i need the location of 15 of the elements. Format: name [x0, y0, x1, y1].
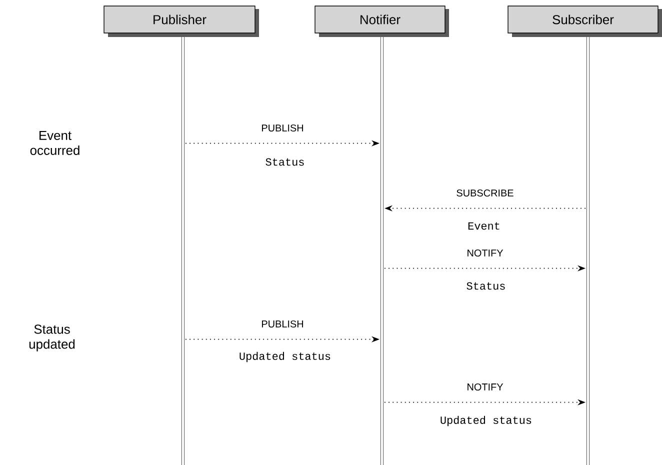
parameter-label: Event: [468, 222, 500, 230]
participant-box: Notifier: [314, 6, 449, 37]
message-label: PUBLISH: [262, 320, 304, 328]
side-note: Status updated: [29, 324, 75, 352]
participant-box: Subscriber: [508, 6, 662, 37]
parameter-label: Updated status: [440, 416, 532, 426]
parameter-label: Status: [266, 158, 304, 166]
side-note: Event occurred: [30, 131, 80, 155]
parameter-label: Status: [466, 282, 505, 290]
message-label: PUBLISH: [262, 124, 304, 132]
participant-box: Publisher: [104, 6, 259, 37]
message-label: SUBSCRIBE: [456, 189, 514, 197]
parameter-label: Updated status: [240, 352, 330, 362]
message-label: NOTIFY: [468, 249, 504, 257]
message-label: NOTIFY: [468, 383, 504, 391]
